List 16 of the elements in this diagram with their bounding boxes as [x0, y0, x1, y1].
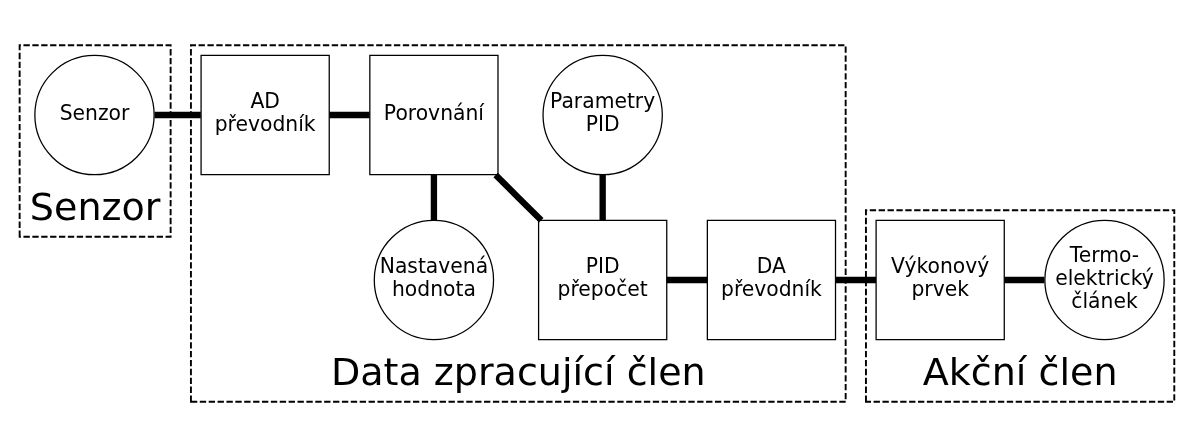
node-circle: Parametry PID [542, 54, 663, 175]
node-box: DA převodník [706, 219, 837, 340]
connector [1004, 276, 1045, 283]
connector [430, 174, 438, 220]
node-box: AD převodník [200, 54, 330, 175]
node-circle: Termo- elektrický článek [1044, 219, 1165, 340]
connector [154, 111, 201, 118]
node-box: Výkonový prvek [875, 219, 1005, 340]
connector [493, 172, 544, 222]
node-box: PID přepočet [537, 219, 668, 340]
node-box: Porovnání [369, 54, 499, 175]
connector [329, 111, 370, 118]
connector [599, 174, 606, 220]
connector [666, 276, 708, 283]
node-circle: Nastavená hodnota [373, 219, 495, 340]
node-circle: Senzor [34, 54, 155, 175]
